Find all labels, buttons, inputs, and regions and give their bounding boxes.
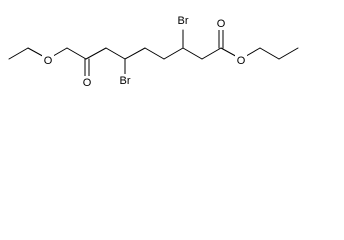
bond-chain-5: [163, 47, 184, 60]
bond-chain-4: [144, 47, 165, 60]
atom-label-ester-o-left: O: [44, 55, 53, 67]
bond-chain-7: [201, 47, 222, 60]
bond-ethyl-left: [8, 47, 29, 60]
bond-chain-2: [105, 47, 126, 60]
bond-o-carbonyl-left: [66, 47, 87, 60]
atom-label-carbonyl-o-left: O: [83, 77, 92, 89]
bond-ethyl-ch2-right: [259, 47, 280, 60]
atom-label-br-lower: Br: [120, 75, 131, 87]
atom-label-ester-o-right: O: [237, 55, 246, 67]
structure-diagram: O O Br Br O O: [8, 14, 299, 89]
bond-chain-6: [182, 47, 203, 60]
atom-label-carbonyl-o-right: O: [217, 18, 226, 30]
bond-chain-3: [124, 47, 146, 60]
bond-chain-1: [85, 47, 107, 60]
bond-ethyl-right: [278, 47, 299, 60]
atom-label-br-upper: Br: [178, 15, 189, 27]
